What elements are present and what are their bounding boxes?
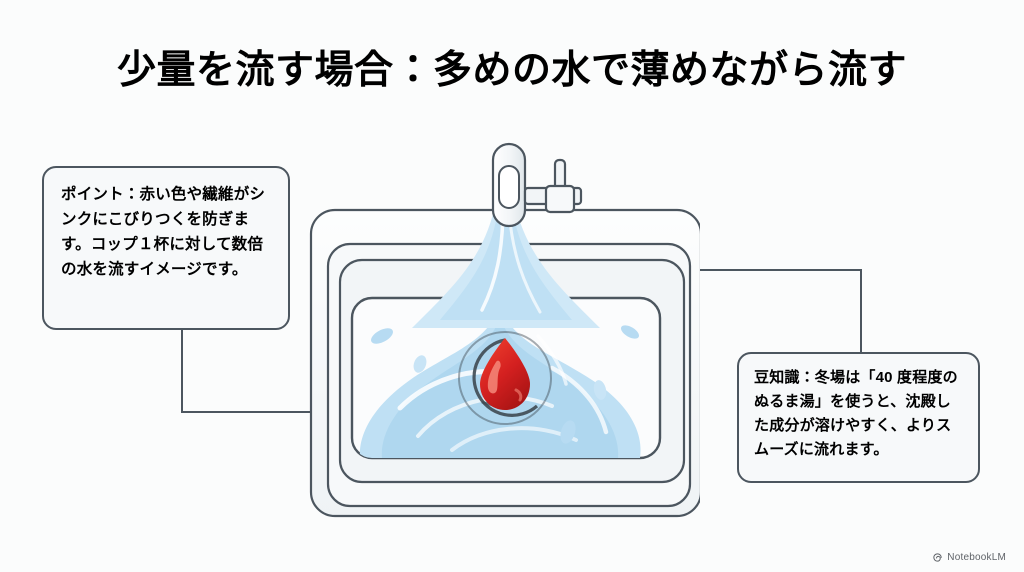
faucet-spout (491, 142, 527, 228)
faucet-handle (523, 158, 583, 214)
connector-left-horizontal (181, 411, 377, 413)
callout-point: ポイント：赤い色や繊維がシンクにこびりつくを防ぎます。コップ１杯に対して数倍の水… (42, 166, 290, 330)
watermark-label: NotebookLM (947, 552, 1006, 563)
page-title: 少量を流す場合：多めの水で薄めながら流す (116, 49, 907, 92)
blood-drop (480, 338, 530, 410)
sink-illustration (300, 140, 700, 520)
connector-right-horizontal (661, 269, 862, 271)
notebooklm-spiral-icon (932, 552, 943, 563)
connector-right-vertical (860, 269, 862, 354)
callout-trivia: 豆知識：冬場は「40 度程度のぬるま湯」を使うと、沈殿した成分が溶けやすく、より… (737, 352, 980, 483)
connector-left-vertical (181, 330, 183, 413)
sink-illustration-svg (309, 142, 700, 518)
watermark: NotebookLM (932, 552, 1006, 563)
